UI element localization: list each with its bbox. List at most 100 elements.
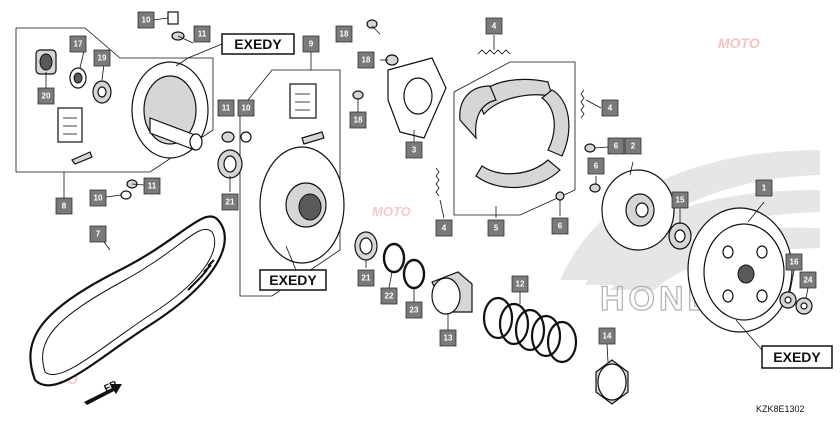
part-number-badge-13: 13 <box>439 329 457 347</box>
part-number-badge-box <box>598 327 616 345</box>
part-number-badge-label: 9 <box>309 40 314 49</box>
exedy-callout-right: EXEDY <box>761 345 833 369</box>
part-number-badge-label: 10 <box>94 194 103 203</box>
clutch-shoe-group-frame <box>453 61 576 216</box>
part-number-badge-box <box>380 287 398 305</box>
part-number-badge-18: 18 <box>335 25 353 43</box>
part-number-badge-10: 10 <box>89 189 107 207</box>
part-number-badge-box <box>487 219 505 237</box>
part-number-badge-box <box>217 99 235 117</box>
part-number-badge-box <box>435 219 453 237</box>
part-number-badge-19: 19 <box>93 49 111 67</box>
part-number-badge-box <box>237 99 255 117</box>
part-number-badge-label: 13 <box>444 334 453 343</box>
clutch-plate-gasket <box>387 57 447 139</box>
seal-collar-13 <box>431 271 473 315</box>
washer-6-a <box>584 143 596 153</box>
part-number-badge-11: 11 <box>193 25 211 43</box>
drive-plate <box>601 169 675 251</box>
clutch-shoe-upper <box>475 78 553 116</box>
part-number-badge-label: 11 <box>198 30 207 39</box>
part-number-badge-label: 2 <box>631 142 636 151</box>
bearing-17 <box>69 67 87 89</box>
part-number-badge-21: 21 <box>357 269 375 287</box>
part-number-badge-box <box>439 329 457 347</box>
part-number-badge-10: 10 <box>137 11 155 29</box>
spring-seat-14 <box>595 359 629 405</box>
oil-seal-21-lower <box>354 231 378 261</box>
part-number-badge-box <box>624 137 642 155</box>
part-number-badge-11: 11 <box>217 99 235 117</box>
part-number-badge-label: 15 <box>676 196 685 205</box>
part-number-badge-box <box>671 191 689 209</box>
part-number-badge-label: 18 <box>362 56 371 65</box>
part-number-badge-label: 6 <box>594 162 599 171</box>
shoe-spring-lower <box>435 167 440 197</box>
part-number-badge-box <box>357 269 375 287</box>
part-number-badge-box <box>587 157 605 175</box>
part-number-badge-box <box>357 51 375 69</box>
part-number-badge-label: 23 <box>410 306 419 315</box>
leader-lines <box>45 17 809 363</box>
part-number-badge-label: 1 <box>762 184 767 193</box>
shoe-spring-right <box>580 89 585 119</box>
exedy-label-decal-left <box>57 107 83 143</box>
part-number-badge-6: 6 <box>551 217 569 235</box>
part-number-badge-24: 24 <box>799 271 817 289</box>
part-number-badge-7: 7 <box>89 225 107 243</box>
part-number-badge-box <box>405 141 423 159</box>
clutch-shoe-lower <box>475 159 561 189</box>
o-ring-23 <box>402 258 426 290</box>
part-number-badge-6: 6 <box>607 137 625 155</box>
figure-code: KZK8E1302 <box>756 404 805 414</box>
part-number-badge-5: 5 <box>487 219 505 237</box>
clutch-outer-drum <box>687 207 793 333</box>
svg-text:EXEDY: EXEDY <box>234 36 282 52</box>
part-number-badge-4: 4 <box>601 99 619 117</box>
part-number-badge-12: 12 <box>511 275 529 293</box>
needle-bearing-20 <box>35 49 57 75</box>
svg-text:EXEDY: EXEDY <box>269 272 317 288</box>
part-number-badge-label: 4 <box>442 224 447 233</box>
part-number-badge-box <box>193 25 211 43</box>
part-number-badge-label: 3 <box>412 146 417 155</box>
part-number-badge-label: 18 <box>354 116 363 125</box>
part-number-badge-box <box>601 99 619 117</box>
part-number-badge-box <box>93 49 111 67</box>
part-number-badge-label: 10 <box>242 104 251 113</box>
part-number-badge-23: 23 <box>405 301 423 319</box>
part-number-badge-label: 16 <box>790 258 799 267</box>
part-number-badge-label: 21 <box>226 198 235 207</box>
clip-left <box>71 151 93 165</box>
drive-face-pulley <box>131 61 209 159</box>
part-number-badge-18: 18 <box>349 111 367 129</box>
part-number-badge-label: 24 <box>804 276 813 285</box>
part-number-badge-label: 22 <box>385 292 394 301</box>
washer-6-c <box>555 191 565 201</box>
nut-11-center <box>221 131 235 143</box>
part-number-badge-15: 15 <box>671 191 689 209</box>
front-direction-arrow: FR. <box>84 378 122 405</box>
clutch-shoe-right <box>541 89 570 157</box>
drive-belt <box>29 215 226 387</box>
part-number-badge-8: 8 <box>55 197 73 215</box>
part-number-badge-box <box>89 189 107 207</box>
o-ring-22 <box>382 242 406 274</box>
washer-6-b <box>589 183 601 193</box>
part-number-badge-22: 22 <box>380 287 398 305</box>
driven-face-spring-12 <box>482 296 578 364</box>
part-number-badge-14: 14 <box>598 327 616 345</box>
part-number-badge-label: 19 <box>98 54 107 63</box>
nut-24 <box>795 297 813 315</box>
part-number-badge-label: 6 <box>558 222 563 231</box>
part-number-badge-2: 2 <box>624 137 642 155</box>
part-number-badge-box <box>221 193 239 211</box>
nut-15 <box>668 222 692 250</box>
shoe-spring-upper <box>477 49 511 55</box>
part-number-badge-label: 12 <box>516 280 525 289</box>
part-number-badge-10: 10 <box>237 99 255 117</box>
part-number-badge-box <box>143 177 161 195</box>
part-number-badge-box <box>551 217 569 235</box>
bearing-19 <box>92 80 112 104</box>
